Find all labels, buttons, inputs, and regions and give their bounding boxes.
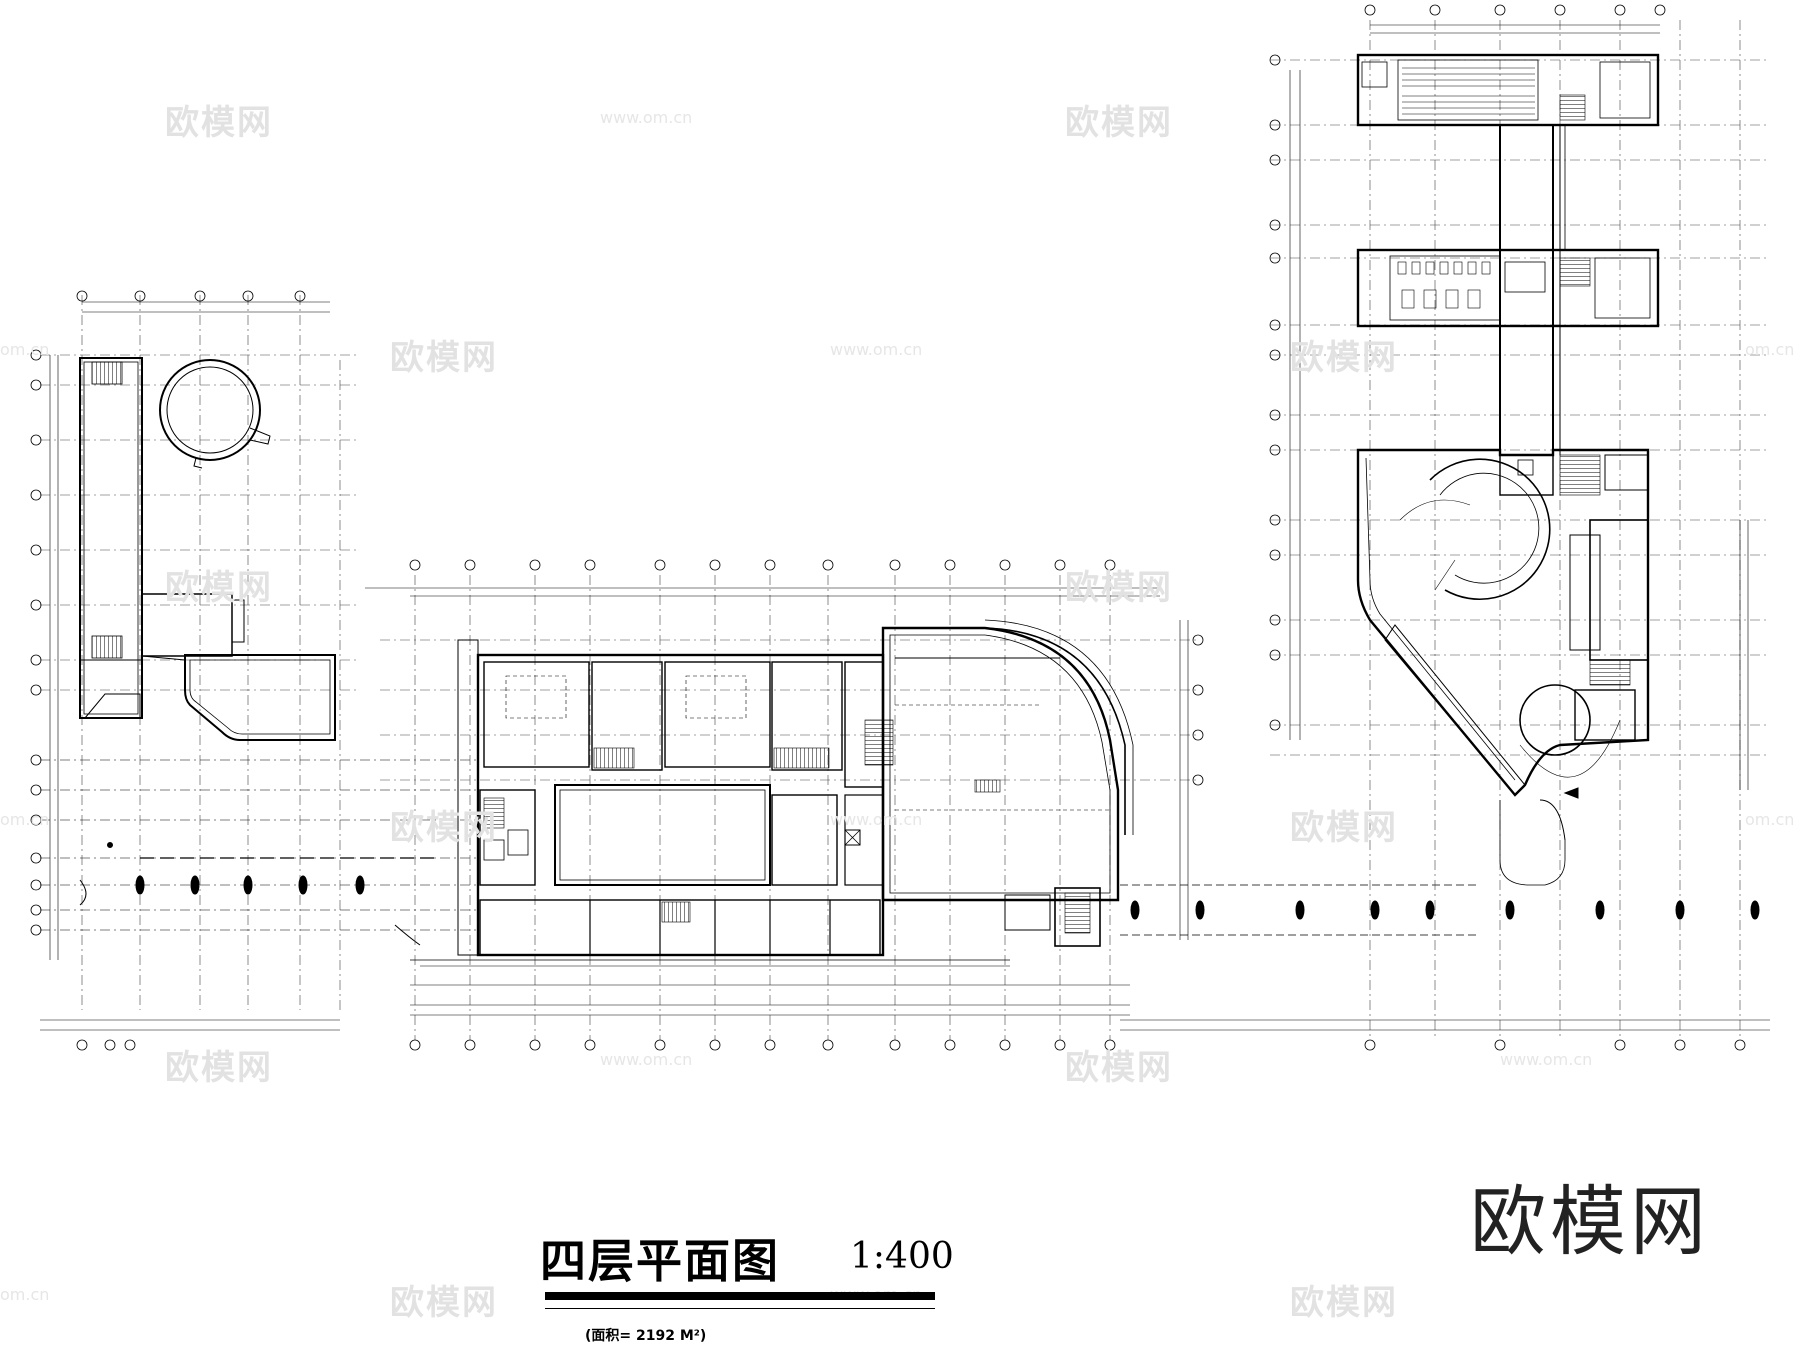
title-underline-thin: [545, 1308, 935, 1309]
watermark-url: om.cn: [0, 810, 50, 829]
watermark-tile: 欧模网: [390, 808, 498, 848]
watermark-tile: 欧模网: [165, 103, 273, 143]
watermark-url: om.cn: [0, 340, 50, 359]
drawing-title: 四层平面图: [540, 1234, 780, 1288]
watermark-url: www.om.cn: [830, 810, 923, 829]
title-underline-thick: [545, 1292, 935, 1300]
watermark-url: www.om.cn: [600, 1050, 693, 1069]
watermark-tile: 欧模网: [1290, 808, 1398, 848]
left-wing-grid: [40, 295, 360, 1010]
left-wing: [30, 290, 480, 1051]
watermark-url: om.cn: [0, 1285, 50, 1304]
right-wing: [1120, 4, 1770, 1051]
watermark-url: www.om.cn: [600, 108, 693, 127]
watermark-url: www.om.cn: [830, 340, 923, 359]
watermark-tile: 欧模网: [1065, 568, 1173, 608]
watermark-tile: 欧模网: [1065, 1048, 1173, 1088]
watermark-tile: 欧模网: [165, 1048, 273, 1088]
watermark-tile: 欧模网: [165, 568, 273, 608]
watermark-tile: 欧模网: [390, 1283, 498, 1323]
watermark-tile: 欧模网: [390, 338, 498, 378]
brand-watermark: 欧模网: [1470, 1177, 1710, 1266]
watermark-tile: 欧模网: [1290, 338, 1398, 378]
watermark-tile: 欧模网: [1290, 1283, 1398, 1323]
watermark-url: www.om.cn: [1500, 1050, 1593, 1069]
watermark-url: om.cn: [1745, 810, 1795, 829]
watermark-url: om.cn: [1745, 340, 1795, 359]
drawing-scale: 1:400: [850, 1236, 954, 1277]
central-block: [365, 559, 1480, 1051]
watermark-tile: 欧模网: [1065, 103, 1173, 143]
floor-area-label: (面积= 2192 M²): [585, 1328, 707, 1344]
